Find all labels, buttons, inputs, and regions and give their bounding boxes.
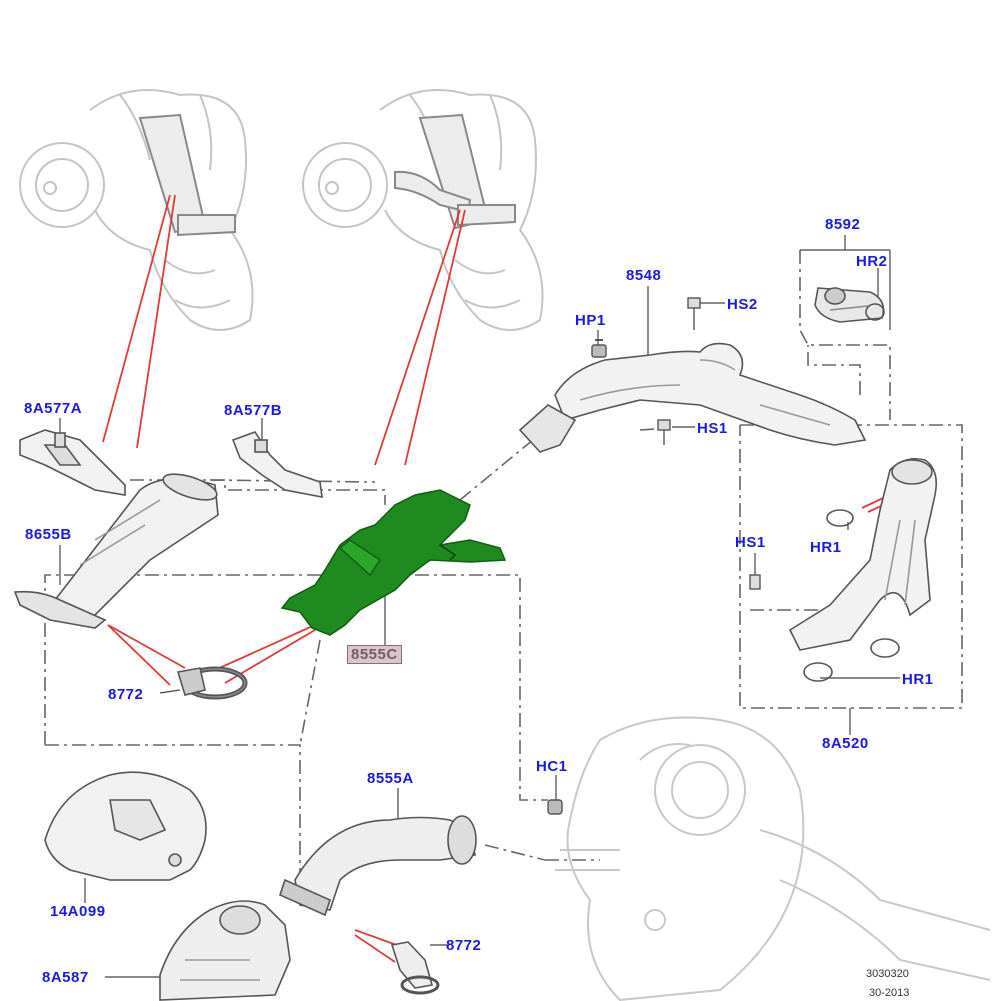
callout-8555A: 8555A — [367, 770, 414, 787]
hose-8555A — [279, 815, 477, 917]
callout-lines — [59, 235, 900, 978]
sensor-HS1-right — [749, 574, 761, 590]
bolt-HS2 — [687, 297, 701, 330]
manifold-8548 — [518, 342, 867, 453]
callout-8772-bottom: 8772 — [446, 937, 482, 954]
callout-HS2: HS2 — [727, 296, 758, 313]
callout-HR1-top: HR1 — [810, 539, 842, 556]
callout-HS1-top: HS1 — [697, 420, 728, 437]
callout-8592: 8592 — [825, 216, 861, 233]
seals-HR1 — [803, 509, 900, 682]
ghost-turbo-middle — [302, 89, 544, 331]
callout-HP1: HP1 — [575, 312, 606, 329]
fastener-HP1 — [591, 339, 607, 358]
clip-8A577A — [19, 429, 126, 496]
cover-14A099 — [44, 771, 207, 881]
leader-lines — [102, 194, 906, 963]
bolt-HS1-top — [657, 419, 671, 445]
callout-8772-left: 8772 — [108, 686, 144, 703]
fastener-HC1 — [547, 799, 563, 815]
clip-8A577B — [231, 431, 323, 498]
highlighted-part-8555C — [280, 489, 507, 636]
callout-HS1-right: HS1 — [735, 534, 766, 551]
callout-8555C-highlighted: 8555C — [347, 645, 402, 664]
seal-HR2 — [865, 303, 885, 321]
callout-8655B: 8655B — [25, 526, 72, 543]
clamp-8772-bottom — [390, 941, 440, 995]
callout-8A520: 8A520 — [822, 735, 869, 752]
drawing-reference-number: 3030320 — [866, 968, 909, 980]
callout-14A099: 14A099 — [50, 903, 106, 920]
housing-8A587 — [159, 900, 291, 1001]
callout-8548: 8548 — [626, 267, 662, 284]
pipe-8A520 — [788, 457, 938, 651]
clamp-8772-left — [176, 666, 248, 700]
pipe-8655B — [13, 473, 219, 629]
drawing-reference-date: 30-2013 — [869, 987, 910, 999]
callout-8A587: 8A587 — [42, 969, 89, 986]
callout-8A577B: 8A577B — [224, 402, 283, 419]
ghost-housing-bottom-right — [555, 716, 991, 1001]
callout-HC1: HC1 — [536, 758, 568, 775]
callout-HR2: HR2 — [856, 253, 888, 270]
callout-HR1-bottom: HR1 — [902, 671, 934, 688]
assembly-boundaries — [44, 250, 963, 878]
callout-8A577A: 8A577A — [24, 400, 83, 417]
connector-8592 — [814, 287, 885, 323]
ghost-turbo-left — [19, 89, 254, 331]
